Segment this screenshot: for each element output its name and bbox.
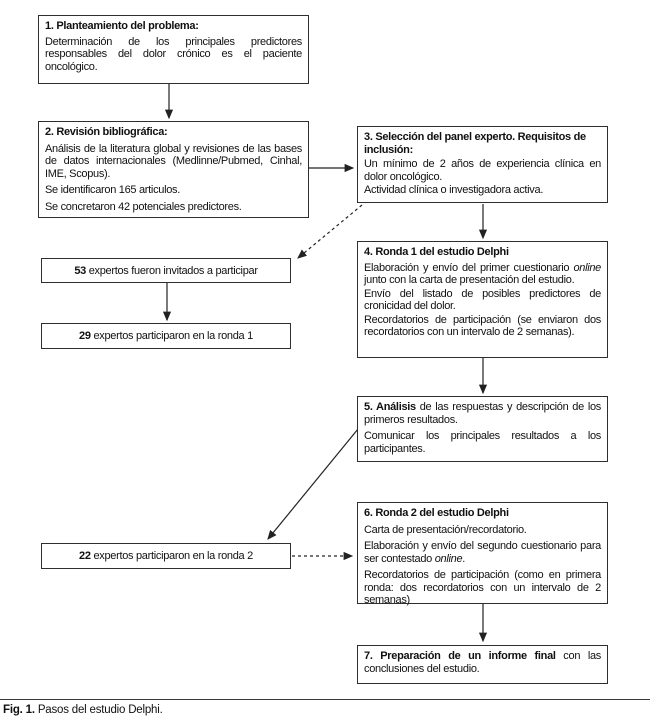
- step-5-box: 5. Análisis de las respuestas y descripc…: [357, 396, 608, 462]
- round1-participants-count: 29: [79, 330, 91, 342]
- step-6-box: 6. Ronda 2 del estudio Delphi Carta de p…: [357, 502, 608, 606]
- step-4-text-1a: Elaboración y envío del primer cuestiona…: [364, 261, 574, 274]
- step-5-text-2: Comunicar los principales resultados a l…: [364, 430, 601, 455]
- step-4-text-3: Recordatorios de participación (se envia…: [364, 313, 601, 339]
- step-5-text-1: 5. Análisis de las respuestas y descripc…: [364, 401, 601, 426]
- step-2-title: 2. Revisión bibliográfica:: [45, 126, 168, 138]
- step-6-text-2-online: online: [434, 552, 463, 565]
- step-4-text-2: Envío del listado de posibles predictore…: [364, 287, 601, 313]
- step-4-text-1c: junto con la carta de presentación del e…: [364, 274, 575, 286]
- step-2-box: 2. Revisión bibliográfica: Análisis de l…: [38, 121, 309, 218]
- step-6-text-1: Carta de presentación/recordatorio.: [364, 523, 527, 536]
- step-7-title: 7. Preparación de un informe final: [364, 650, 556, 662]
- step-5-title: 5. Análisis: [364, 401, 416, 413]
- round2-participants-label: expertos participaron en la ronda 2: [90, 550, 253, 562]
- step-6-text-3: Recordatorios de participación (como en …: [364, 569, 601, 606]
- step-1-text: Determinación de los principales predict…: [45, 35, 302, 73]
- step-2-text-3: Se concretaron 42 potenciales predictore…: [45, 200, 242, 213]
- step-6-text-2c: .: [462, 552, 466, 565]
- step-3-title: 3. Selección del panel experto. Requisit…: [364, 131, 586, 156]
- step-4-text-1: Elaboración y envío del primer cuestiona…: [364, 262, 601, 287]
- round1-participants-text: 29 expertos participaron en la ronda 1: [79, 330, 253, 342]
- step-4-text-1-online: online: [573, 261, 601, 274]
- step-4-title: 4. Ronda 1 del estudio Delphi: [364, 246, 509, 258]
- figure-caption-text: Pasos del estudio Delphi.: [34, 704, 163, 716]
- step-7-text: 7. Preparación de un informe final con l…: [364, 650, 601, 675]
- step-3-box: 3. Selección del panel experto. Requisit…: [357, 126, 608, 203]
- round2-participants-count: 22: [79, 550, 91, 562]
- step-6-text-2a: Elaboración y envío del segundo cuestion…: [364, 540, 601, 565]
- step-2-text-1: Análisis de la literatura global y revis…: [45, 142, 302, 180]
- step-7-box: 7. Preparación de un informe final con l…: [357, 645, 608, 684]
- step-5-text-1-rest: de las respuestas y descripción de los p…: [364, 401, 601, 426]
- round1-participants-label: expertos participaron en la ronda 1: [90, 330, 253, 342]
- round2-participants-box: 22 expertos participaron en la ronda 2: [41, 543, 291, 569]
- step-2-text-2: Se identificaron 165 articulos.: [45, 184, 181, 196]
- step-6-text-2: Elaboración y envío del segundo cuestion…: [364, 540, 601, 565]
- invited-experts-count: 53: [74, 264, 86, 277]
- step-3-text-1: Un mínimo de 2 años de experiencia clíni…: [364, 158, 601, 183]
- step-6-title: 6. Ronda 2 del estudio Delphi: [364, 507, 509, 519]
- step-7-text-rest: con las conclusiones del estudio.: [364, 650, 601, 675]
- step-3-text-2: Actividad clínica o investigadora activa…: [364, 184, 544, 196]
- step-4-box: 4. Ronda 1 del estudio Delphi Elaboració…: [357, 241, 608, 358]
- round2-participants-text: 22 expertos participaron en la ronda 2: [79, 550, 253, 562]
- invited-experts-text: 53 expertos fueron invitados a participa…: [74, 264, 258, 277]
- arrow-step5-to-round2: [267, 428, 359, 540]
- round1-participants-box: 29 expertos participaron en la ronda 1: [41, 323, 291, 349]
- step-1-box: 1. Planteamiento del problema: Determina…: [38, 15, 309, 84]
- invited-experts-label: expertos fueron invitados a participar: [85, 264, 258, 277]
- invited-experts-box: 53 expertos fueron invitados a participa…: [41, 258, 291, 283]
- caption-divider: [0, 699, 650, 700]
- figure-caption: Fig. 1. Pasos del estudio Delphi.: [3, 704, 163, 716]
- figure-caption-label: Fig. 1.: [3, 704, 35, 716]
- step-1-title: 1. Planteamiento del problema:: [45, 20, 199, 32]
